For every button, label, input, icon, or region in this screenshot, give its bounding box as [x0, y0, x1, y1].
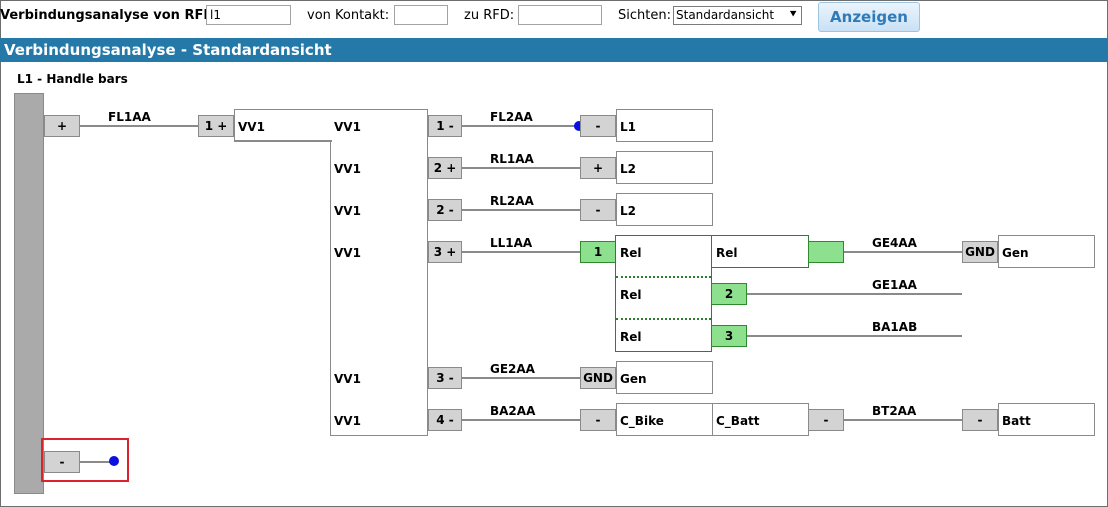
- c-batt-label: C_Batt: [716, 414, 760, 428]
- vv1-output-pin[interactable]: 4 -: [428, 409, 462, 431]
- vv1-label: VV1: [334, 414, 361, 428]
- batt-pin[interactable]: -: [962, 409, 998, 431]
- show-button[interactable]: Anzeigen: [818, 2, 920, 32]
- relay-input-pin[interactable]: 1: [580, 241, 616, 263]
- wire-label-rl2aa: RL2AA: [490, 194, 534, 208]
- vv1-label: VV1: [334, 204, 361, 218]
- source-pin-minus[interactable]: -: [44, 451, 80, 473]
- target-label: L2: [620, 204, 636, 218]
- c-bike-box[interactable]: [616, 403, 713, 436]
- wire-ge1aa: [747, 293, 962, 295]
- relay-right-box[interactable]: [711, 235, 809, 268]
- wire-label-ba2aa: BA2AA: [490, 404, 536, 418]
- wire-ll1aa: [462, 251, 580, 253]
- vv1-label: VV1: [334, 246, 361, 260]
- views-select-value: Standardansicht: [676, 8, 775, 22]
- wire-rl2aa: [462, 209, 580, 211]
- vv1-label: VV1: [334, 162, 361, 176]
- gen-label: Gen: [1002, 246, 1029, 260]
- chevron-down-icon: ⯆: [788, 7, 798, 21]
- target-label: Gen: [620, 372, 647, 386]
- vv1-top-box[interactable]: [234, 109, 428, 142]
- vv1-box-edge: [234, 140, 332, 142]
- relay-output-pin[interactable]: [808, 241, 844, 263]
- target-label: L2: [620, 162, 636, 176]
- vv1-input-pin[interactable]: 1 +: [198, 115, 234, 137]
- wire-label-ge1aa: GE1AA: [872, 278, 917, 292]
- wire-fl2aa: [462, 125, 580, 127]
- target-box-gen[interactable]: [616, 361, 713, 394]
- wire-label-ge2aa: GE2AA: [490, 362, 535, 376]
- target-box-l1[interactable]: [616, 109, 713, 142]
- wire-bt2aa: [844, 419, 962, 421]
- views-label: Sichten:: [618, 8, 671, 23]
- filter-toolbar: Verbindungsanalyse von RFD: von Kontakt:…: [0, 0, 1108, 34]
- contact-input[interactable]: [394, 5, 448, 25]
- to-rfd-input[interactable]: [518, 5, 602, 25]
- target-pin[interactable]: -: [580, 409, 616, 431]
- target-pin[interactable]: +: [580, 157, 616, 179]
- wire-label-fl1aa: FL1AA: [108, 110, 151, 124]
- vv1-output-pin[interactable]: 3 -: [428, 367, 462, 389]
- endpoint-dot: [574, 121, 584, 131]
- section-header: Verbindungsanalyse - Standardansicht: [0, 38, 1108, 62]
- wire-fl1aa: [80, 125, 198, 127]
- diagram-title: L1 - Handle bars: [17, 72, 128, 86]
- rfd-label: Verbindungsanalyse von RFD:: [0, 8, 220, 23]
- target-pin[interactable]: GND: [580, 367, 616, 389]
- relay-divider: [616, 276, 711, 278]
- endpoint-dot: [109, 456, 119, 466]
- relay-right-label: Rel: [716, 246, 738, 260]
- c-bike-label: C_Bike: [620, 414, 664, 428]
- wire-rl1aa: [462, 167, 580, 169]
- vv1-output-pin[interactable]: 2 +: [428, 157, 462, 179]
- relay-label: Rel: [620, 246, 642, 260]
- wire-ge2aa: [462, 377, 580, 379]
- vv1-label: VV1: [334, 120, 361, 134]
- vv1-label: VV1: [334, 372, 361, 386]
- relay-label: Rel: [620, 288, 642, 302]
- batt-label: Batt: [1002, 414, 1031, 428]
- c-batt-box[interactable]: [712, 403, 809, 436]
- relay-output-pin-2[interactable]: 2: [711, 283, 747, 305]
- to-rfd-label: zu RFD:: [464, 8, 515, 23]
- vv1-output-pin[interactable]: 2 -: [428, 199, 462, 221]
- relay-label: Rel: [620, 330, 642, 344]
- contact-label: von Kontakt:: [307, 8, 390, 23]
- target-pin[interactable]: -: [580, 199, 616, 221]
- batt-box[interactable]: [998, 403, 1095, 436]
- views-select[interactable]: Standardansicht ⯆: [673, 6, 802, 25]
- wire-ba2aa: [462, 419, 580, 421]
- rfd-input[interactable]: [206, 5, 291, 25]
- gen-box[interactable]: [998, 235, 1095, 268]
- selection-highlight: [41, 438, 129, 482]
- relay-divider: [616, 318, 711, 320]
- wire-label-ll1aa: LL1AA: [490, 236, 533, 250]
- target-label: L1: [620, 120, 636, 134]
- wire-ba1ab: [747, 335, 962, 337]
- wire-ge4aa: [844, 251, 962, 253]
- source-connector-bar[interactable]: [14, 93, 44, 494]
- wire-label-ba1ab: BA1AB: [872, 320, 918, 334]
- wire-label-fl2aa: FL2AA: [490, 110, 533, 124]
- vv1-body-box[interactable]: [330, 140, 428, 436]
- source-pin-plus[interactable]: +: [44, 115, 80, 137]
- vv1-output-pin[interactable]: 3 +: [428, 241, 462, 263]
- vv1-output-pin[interactable]: 1 -: [428, 115, 462, 137]
- target-box-l2[interactable]: [616, 193, 713, 226]
- relay-output-pin-3[interactable]: 3: [711, 325, 747, 347]
- wire-label-rl1aa: RL1AA: [490, 152, 534, 166]
- c-batt-pin[interactable]: -: [808, 409, 844, 431]
- vv1-left-label: VV1: [238, 120, 265, 134]
- wire-label-ge4aa: GE4AA: [872, 236, 917, 250]
- gen-gnd-pin[interactable]: GND: [962, 241, 998, 263]
- target-box-l2[interactable]: [616, 151, 713, 184]
- wire-open: [80, 461, 114, 463]
- relay-box[interactable]: [615, 235, 712, 352]
- wire-label-bt2aa: BT2AA: [872, 404, 917, 418]
- target-pin[interactable]: -: [580, 115, 616, 137]
